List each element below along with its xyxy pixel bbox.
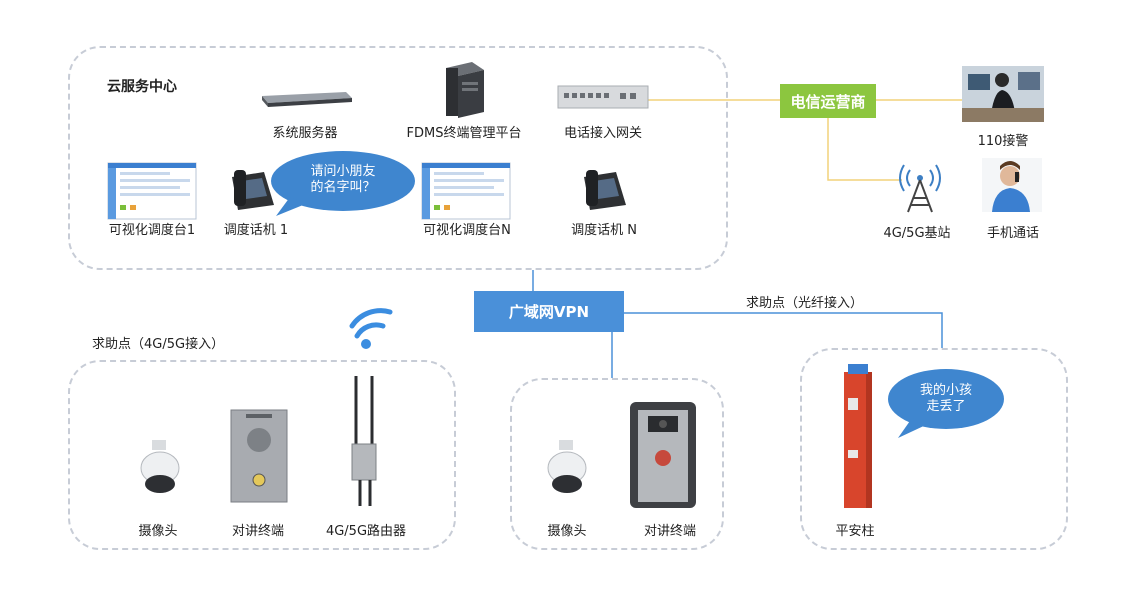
bubble-line-1: 请问小朋友 [310, 164, 376, 179]
camera-4g-label: 摄像头 [138, 524, 178, 539]
fdms-platform-label: FDMS终端管理平台 [406, 126, 522, 141]
bubble-line-1: 我的小孩 [919, 383, 972, 398]
bubble-line-2: 的名字叫？ [310, 180, 376, 195]
cloud-center-title: 云服务中心 [107, 79, 177, 95]
telecom-operator-box: 电信运营商 [780, 84, 876, 118]
speech-bubble-child-name: 请问小朋友 的名字叫？ [283, 164, 403, 196]
safety-pillar-label: 平安柱 [835, 524, 875, 539]
base-station-label: 4G/5G基站 [883, 226, 951, 241]
fiber-access-label: 求助点（光纤接入） [746, 296, 864, 311]
help-point-fiber-group [800, 348, 1068, 550]
dispatch-phone-n-label: 调度话机 N [571, 223, 637, 238]
dispatch-console-1-label: 可视化调度台1 [108, 223, 196, 238]
bubble-line-2: 走丢了 [926, 399, 966, 414]
dispatch-console-n-label: 可视化调度台N [423, 223, 511, 238]
system-server-label: 系统服务器 [272, 126, 338, 141]
mobile-call-label: 手机通话 [986, 226, 1040, 241]
camera-middle-label: 摄像头 [547, 524, 587, 539]
wan-vpn-box: 广域网VPN [474, 291, 624, 332]
intercom-middle-label: 对讲终端 [643, 524, 697, 539]
help-point-4g-title: 求助点（4G/5G接入） [92, 337, 225, 352]
intercom-4g-label: 对讲终端 [231, 524, 285, 539]
police-110-label: 110接警 [977, 134, 1029, 149]
speech-bubble-lost-child: 我的小孩 走丢了 [896, 383, 996, 415]
dispatch-phone-1-label: 调度话机 1 [223, 223, 289, 238]
router-4g-label: 4G/5G路由器 [325, 524, 407, 539]
phone-gateway-label: 电话接入网关 [563, 126, 643, 141]
cloud-service-center-group [68, 46, 728, 270]
help-point-middle-group [510, 378, 724, 550]
help-point-4g-group [68, 360, 456, 550]
